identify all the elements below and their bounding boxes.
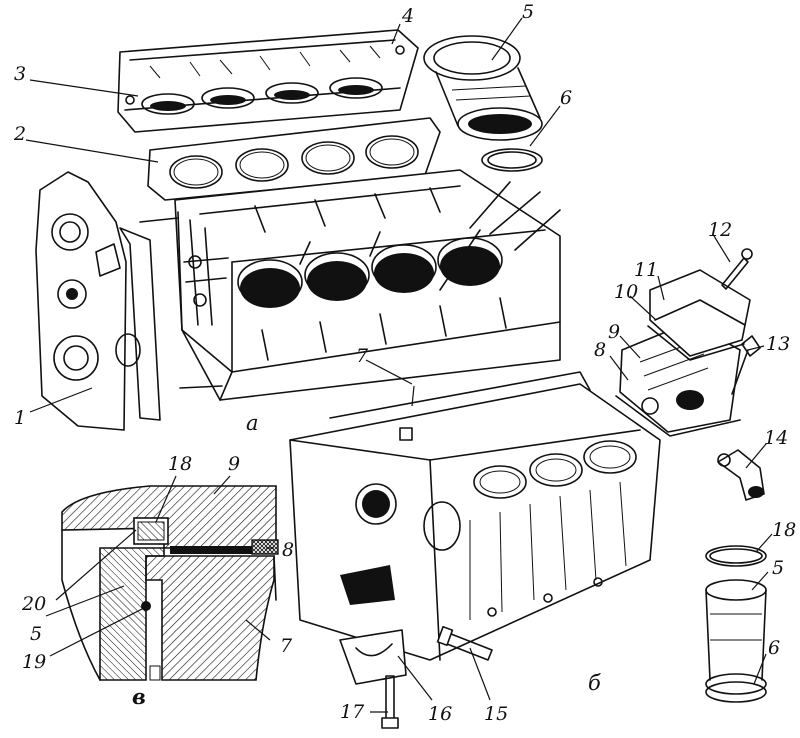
label-8-b: 8	[594, 339, 606, 361]
label-5-right: 5	[772, 557, 784, 579]
label-1: 1	[14, 407, 26, 429]
view-label-a: а	[246, 411, 259, 435]
seal-ring-6-right	[705, 673, 767, 695]
bolt-12	[721, 248, 753, 290]
label-12: 12	[708, 219, 732, 241]
label-11: 11	[634, 259, 658, 281]
view-letters: а б в	[132, 411, 601, 709]
label-17: 17	[340, 701, 365, 723]
engine-block-view-a	[139, 169, 561, 401]
seal-ring-6-top	[481, 148, 543, 172]
label-15: 15	[484, 703, 508, 725]
view-label-v: в	[132, 684, 146, 709]
head-ports	[141, 77, 383, 115]
seal-ring-18	[705, 545, 767, 567]
engine-block-view-b	[289, 371, 661, 661]
leader-lines	[25, 17, 773, 713]
label-6-top: 6	[560, 87, 572, 109]
water-elbow-14	[717, 449, 765, 501]
label-19: 19	[22, 651, 46, 673]
gasket-8	[615, 395, 741, 437]
label-4: 4	[401, 5, 414, 27]
label-20: 20	[21, 593, 46, 615]
view-label-b: б	[588, 671, 601, 695]
cylinder-head-4	[117, 29, 419, 133]
stud-13	[731, 335, 761, 395]
label-8-section: 8	[282, 539, 294, 561]
section-view-v	[61, 485, 279, 681]
label-5-section: 5	[30, 623, 42, 645]
liner-assembly-right	[705, 545, 767, 703]
timing-cover-1	[35, 171, 141, 431]
bearing-cap-16	[339, 629, 407, 685]
bolt-17	[381, 675, 399, 729]
label-5-top: 5	[522, 1, 534, 23]
cover-gasket-10	[647, 325, 745, 361]
cover-gasket	[119, 227, 161, 421]
label-7-section: 7	[280, 635, 293, 657]
part-number-labels: 4 5 6 3 2 1 7 12 11 10 9 8 13 14 18 5 6 …	[13, 1, 796, 725]
label-14: 14	[764, 427, 788, 449]
valve-cover-11	[649, 269, 751, 357]
label-18-right: 18	[772, 519, 796, 541]
label-9-section: 9	[228, 453, 240, 475]
cylinder-liner-5-top	[423, 35, 543, 141]
label-3: 3	[14, 63, 26, 85]
label-16: 16	[428, 703, 452, 725]
label-10: 10	[614, 281, 638, 303]
bolt-15	[436, 625, 493, 661]
label-6-right: 6	[768, 637, 780, 659]
label-13: 13	[766, 333, 790, 355]
label-7-a: 7	[356, 345, 369, 367]
label-9-b: 9	[608, 321, 620, 343]
liner-5-right	[705, 579, 767, 601]
label-18-section: 18	[168, 453, 192, 475]
label-2: 2	[13, 123, 26, 145]
